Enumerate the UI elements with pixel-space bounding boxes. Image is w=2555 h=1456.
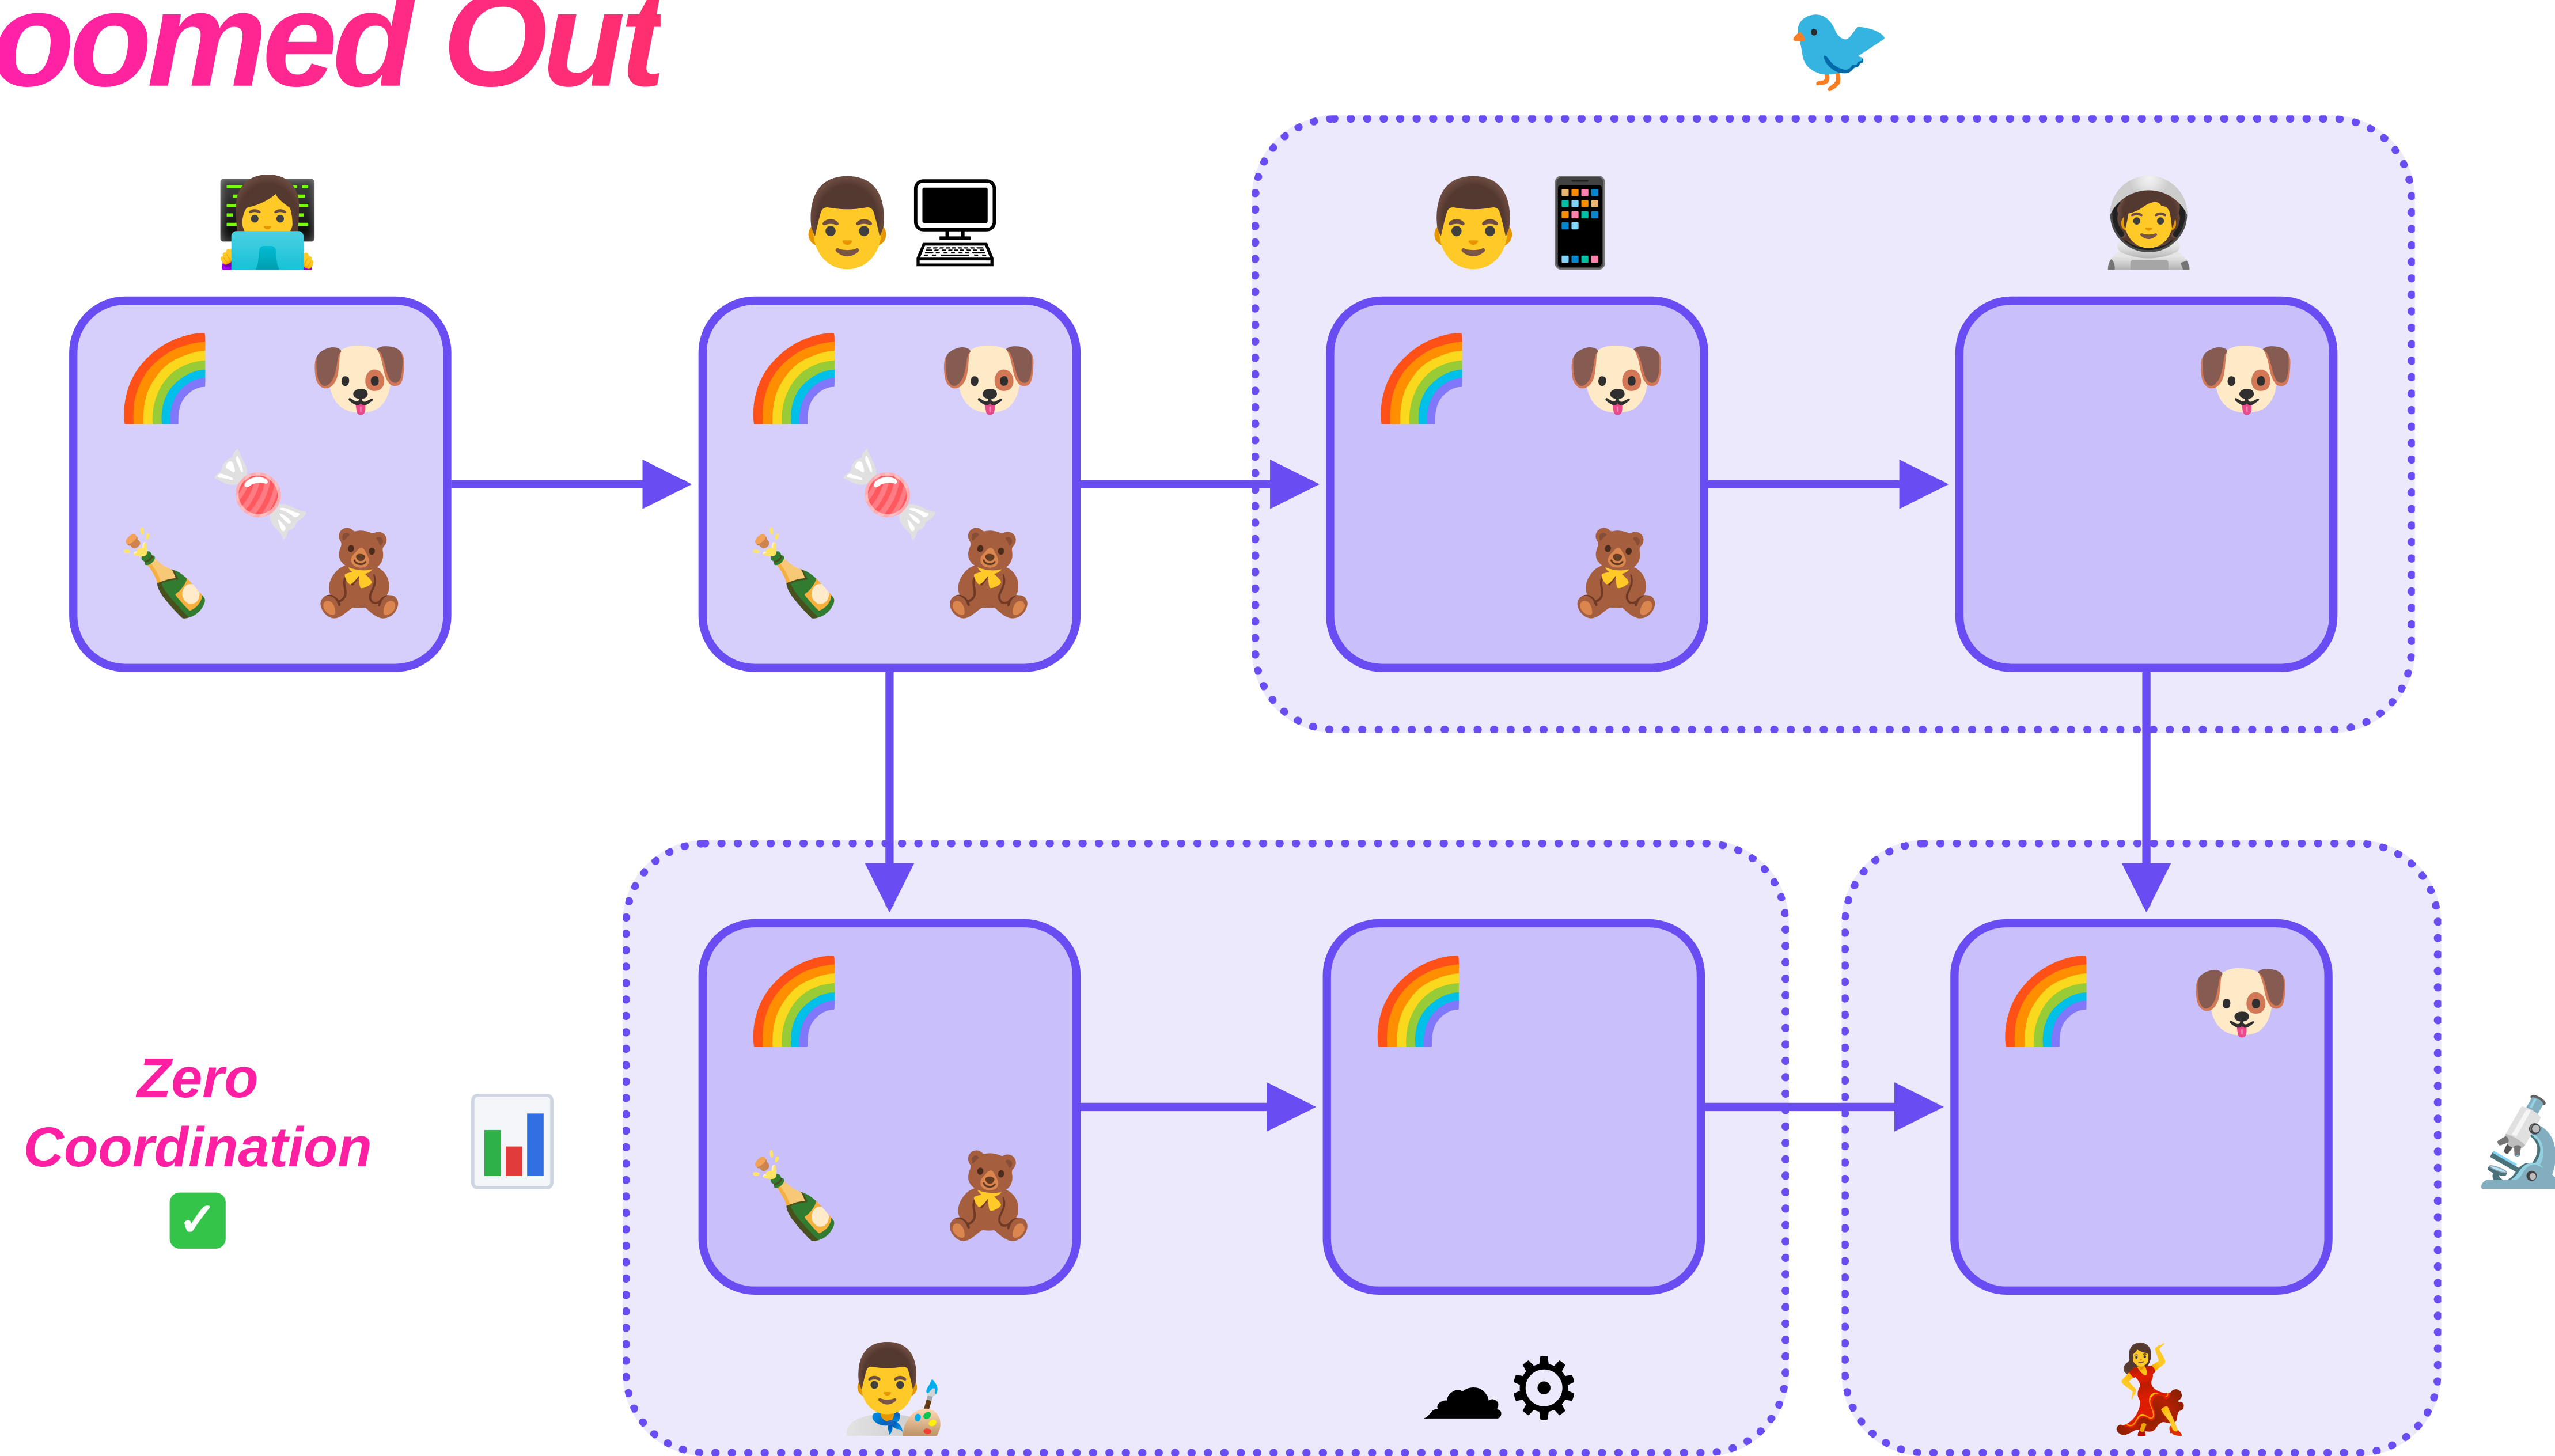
actor-n3: 👨📱 [1420, 175, 1633, 274]
champagne-icon: 🍾 [742, 1148, 846, 1244]
dancer-icon: 💃 [2095, 1341, 2203, 1440]
side-label-line-1: Zero [137, 1047, 259, 1110]
page-title: Zoomed Out [0, 0, 665, 109]
champagne-icon: 🍾 [742, 525, 846, 621]
rainbow-icon: 🌈 [742, 953, 846, 1049]
teddy-icon: 🧸 [937, 1148, 1040, 1244]
node-2: 🌈 🐶 🍬🍾 🧸 [698, 296, 1081, 672]
actor-group-right: 🔬 [2471, 1094, 2555, 1193]
actor-n6: ☁⚙ [1420, 1341, 1582, 1440]
phone-icon: 📱 [1526, 175, 1633, 274]
rainbow-icon: 🌈 [1370, 331, 1473, 427]
gear-icon: ⚙ [1506, 1341, 1583, 1440]
actor-n5: 👨‍🎨 [840, 1341, 947, 1440]
actor-n1: 👩‍💻 [214, 175, 321, 274]
astronaut-icon: 🧑‍🚀 [2095, 175, 2203, 274]
zero-coordination-label: Zero Coordination ✓ [0, 1044, 395, 1252]
teddy-icon: 🧸 [937, 525, 1040, 621]
dog-icon: 🐶 [937, 331, 1040, 427]
check-mark-icon: ✓ [169, 1192, 226, 1249]
bar-chart-icon [471, 1094, 554, 1189]
node-7: 🌈🐶 [1950, 919, 2333, 1295]
candy-icon: 🍬 [209, 446, 312, 542]
node-3: 🌈 🐶 🧸 [1326, 296, 1708, 672]
node-5: 🌈 🍾 🧸 [698, 919, 1081, 1295]
woman-laptop-icon: 👩‍💻 [214, 175, 321, 274]
rainbow-icon: 🌈 [1367, 953, 1470, 1049]
rainbow-icon: 🌈 [1995, 953, 2098, 1049]
bird-icon: 🐦 [1786, 0, 1893, 99]
artist-icon: 👨‍🎨 [840, 1341, 947, 1440]
actor-n7: 💃 [2095, 1341, 2202, 1440]
dog-icon: 🐶 [1565, 331, 1668, 427]
dog-icon: 🐶 [2194, 331, 2297, 427]
teddy-icon: 🧸 [308, 525, 411, 621]
side-label-line-2: Coordination [23, 1117, 372, 1180]
microscope-icon: 🔬 [2471, 1094, 2555, 1193]
actor-group-top: 🐦 [1786, 0, 1892, 99]
dog-icon: 🐶 [2189, 953, 2292, 1049]
candy-icon: 🍬 [838, 446, 941, 542]
teddy-icon: 🧸 [1565, 525, 1668, 621]
rainbow-icon: 🌈 [742, 331, 846, 427]
man-icon: 👨 [1420, 175, 1527, 274]
node-6: 🌈 [1322, 919, 1705, 1295]
man-icon: 👨 [794, 175, 901, 274]
node-1: 🌈 🐶 🍬🍾 🧸 [69, 296, 452, 672]
actor-n4: 🧑‍🚀 [2095, 175, 2202, 274]
rainbow-icon: 🌈 [113, 331, 217, 427]
actor-n2: 👨🖥 [794, 175, 1010, 274]
node-4: 🐶 [1955, 296, 2338, 672]
dog-icon: 🐶 [308, 331, 411, 427]
cloud-icon: ☁ [1420, 1341, 1506, 1440]
champagne-icon: 🍾 [113, 525, 217, 621]
desktop-icon: 🖥 [900, 175, 1010, 274]
